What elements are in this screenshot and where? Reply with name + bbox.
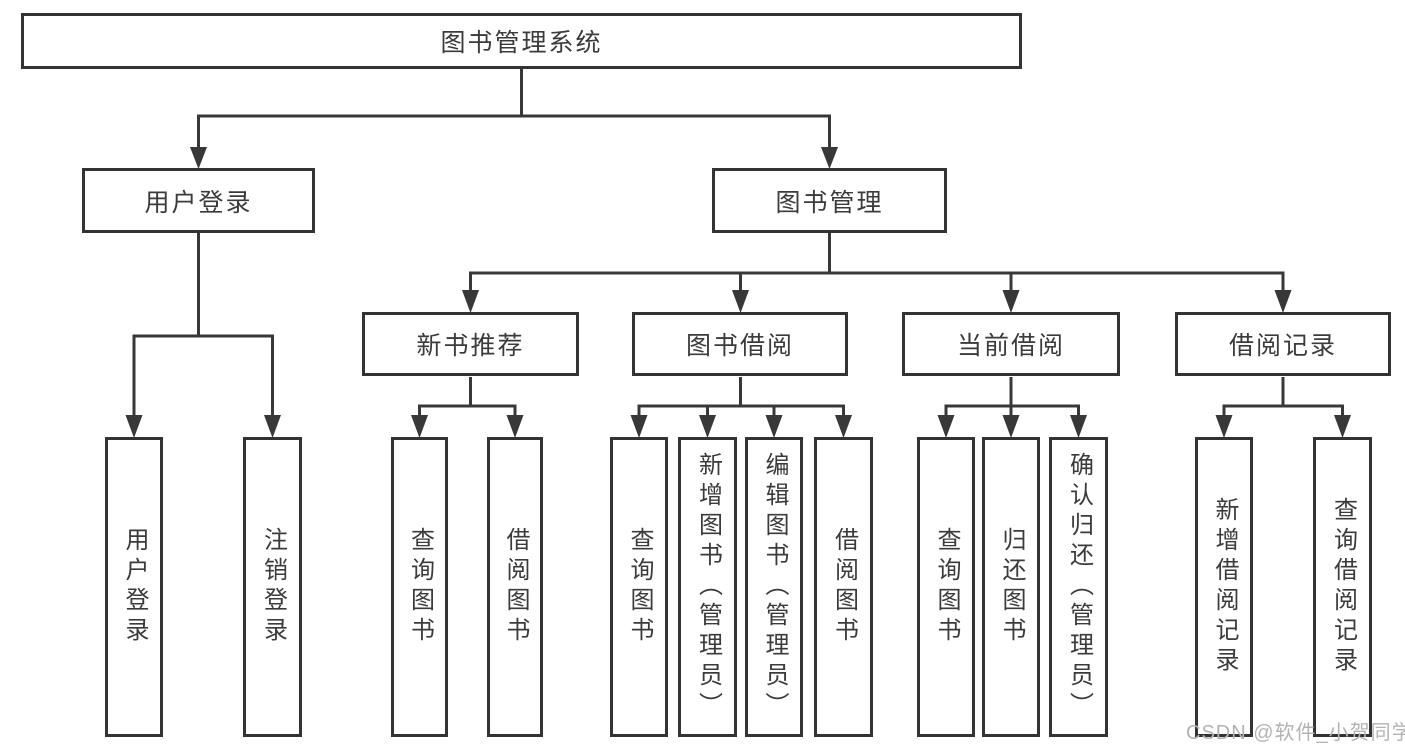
arrowhead <box>264 415 281 438</box>
arrowhead <box>411 415 428 438</box>
leaf-confirm-return-admin: 确认归还（管理员） <box>1049 437 1108 737</box>
arrowhead <box>732 290 749 313</box>
arrowhead <box>506 415 524 438</box>
arrowhead <box>630 415 648 438</box>
arrowhead <box>765 415 783 438</box>
leaf-add-book-admin: 新增图书（管理员） <box>678 437 737 737</box>
node-user-login: 用户登录 <box>82 168 315 233</box>
arrowhead <box>1070 415 1087 438</box>
node-root: 图书管理系统 <box>21 13 1022 69</box>
csdn-watermark: CSDN @软件_小贺同学 <box>1186 722 1405 744</box>
leaf-query-books-recommend: 查询图书 <box>391 437 448 737</box>
arrowhead <box>1334 415 1351 438</box>
leaf-add-borrow-record: 新增借阅记录 <box>1195 437 1253 737</box>
leaf-user-login: 用户登录 <box>105 437 163 737</box>
node-book-borrowing: 图书借阅 <box>632 312 848 376</box>
node-current-borrowing: 当前借阅 <box>902 312 1120 376</box>
leaf-query-borrow-record: 查询借阅记录 <box>1313 437 1372 737</box>
arrowhead <box>190 147 207 169</box>
connector-book-mgmt-to-branches <box>462 233 1292 313</box>
leaf-query-books-borrow: 查询图书 <box>610 437 668 737</box>
connector-current-borrow-to-leaves <box>937 377 1087 438</box>
leaf-edit-book-admin: 编辑图书（管理员） <box>745 437 803 737</box>
connector-root-to-level2 <box>190 69 838 169</box>
arrowhead <box>1274 290 1292 313</box>
arrowhead <box>1215 415 1233 438</box>
connector-book-borrow-to-leaves <box>630 377 852 438</box>
arrowhead <box>462 290 479 313</box>
node-book-management: 图书管理 <box>712 168 947 233</box>
leaf-return-books: 归还图书 <box>982 437 1040 737</box>
connector-new-books-to-leaves <box>411 377 524 438</box>
arrowhead <box>699 415 716 438</box>
arrowhead <box>937 415 955 438</box>
leaf-borrow-books-recommend: 借阅图书 <box>487 437 543 737</box>
leaf-logout: 注销登录 <box>243 437 302 737</box>
connector-user-login-to-leaves <box>125 233 281 438</box>
arrowhead <box>1002 415 1020 438</box>
arrowhead <box>821 147 838 169</box>
node-new-book-recommend: 新书推荐 <box>362 312 579 376</box>
arrowhead <box>835 415 852 438</box>
leaf-query-books-current: 查询图书 <box>917 437 975 737</box>
arrowhead <box>1002 290 1020 313</box>
connector-borrow-records-to-leaves <box>1215 377 1351 438</box>
leaf-borrow-books: 借阅图书 <box>814 437 873 737</box>
arrowhead <box>125 415 143 438</box>
node-borrow-records: 借阅记录 <box>1175 312 1391 376</box>
